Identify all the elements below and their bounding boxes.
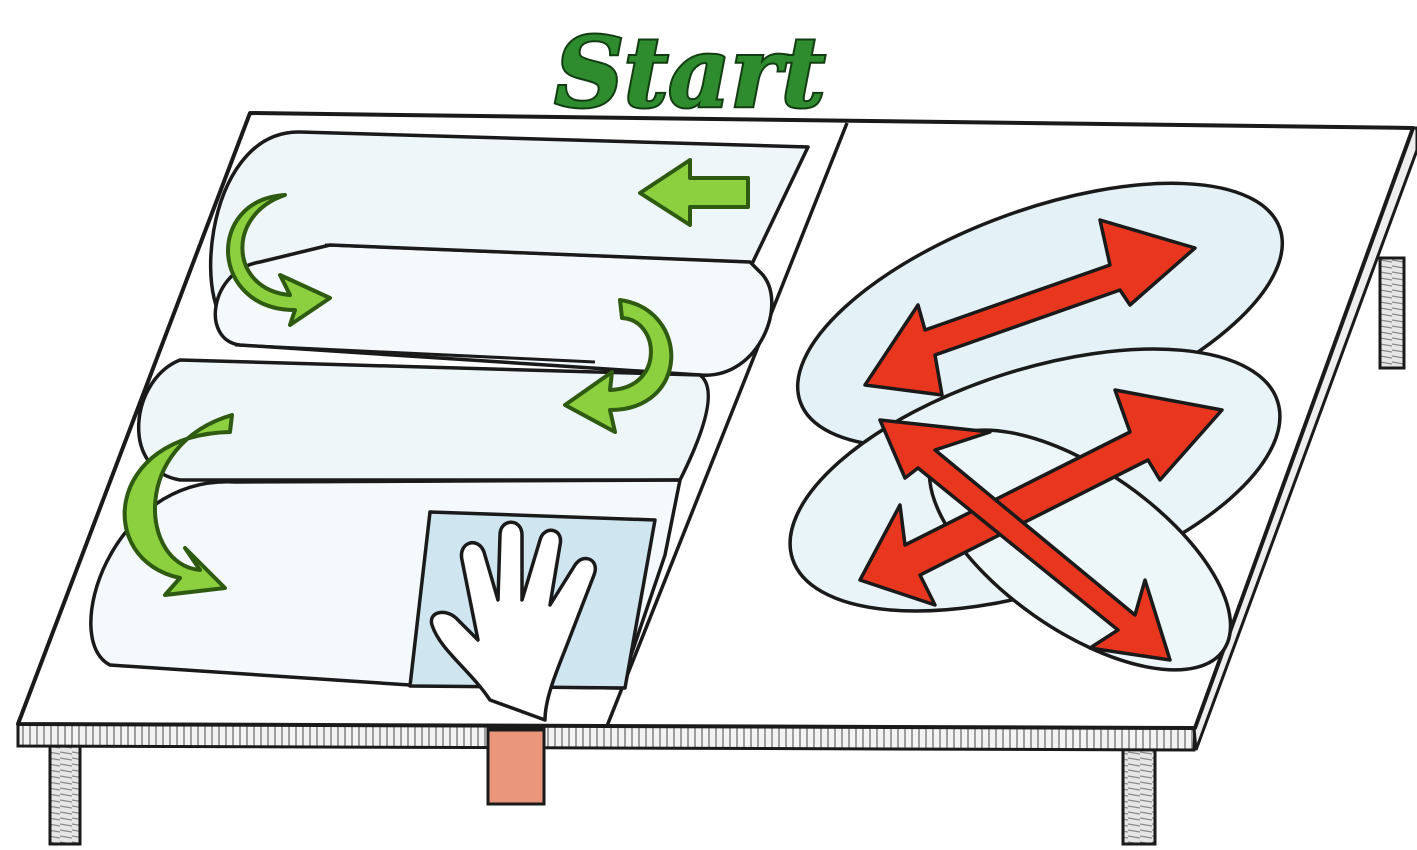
arm	[488, 728, 544, 804]
start-title: Start	[555, 16, 826, 129]
